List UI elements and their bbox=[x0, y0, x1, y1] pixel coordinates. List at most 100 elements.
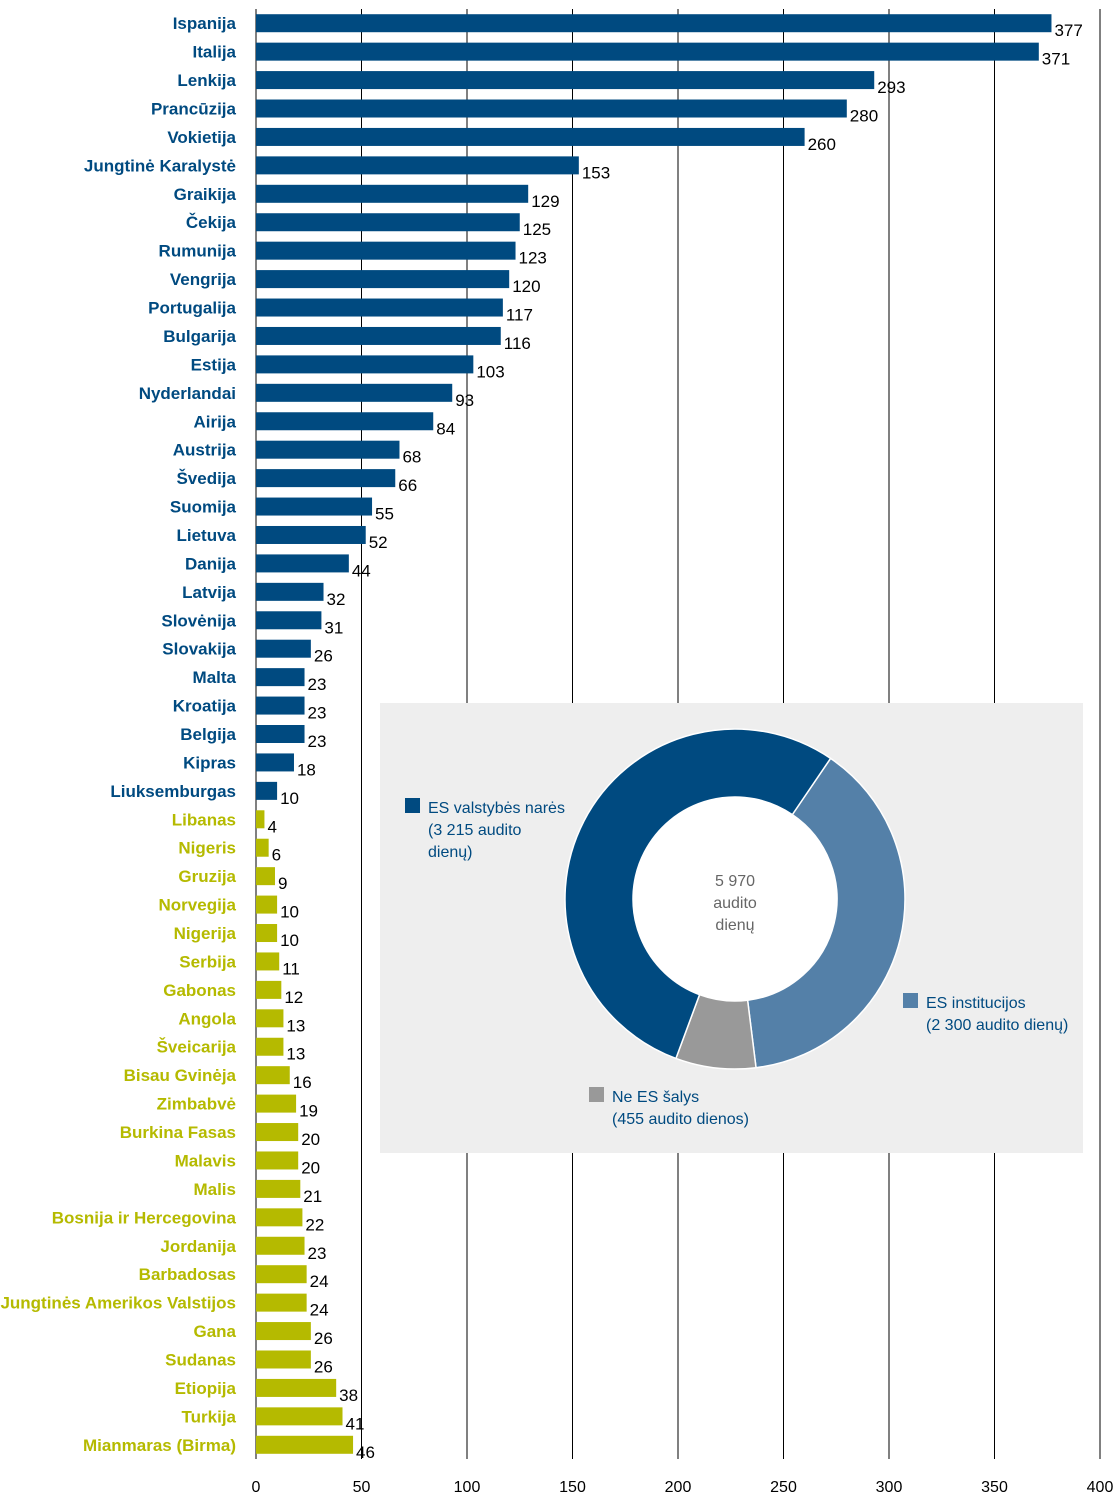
value-label: 120 bbox=[512, 277, 540, 296]
value-label: 23 bbox=[308, 732, 327, 751]
bar-eu_member bbox=[256, 184, 529, 203]
bar-eu_member bbox=[256, 298, 503, 317]
legend-label-eu_institutions: ES institucijos(2 300 audito dienų) bbox=[926, 995, 1068, 1034]
value-label: 23 bbox=[308, 1244, 327, 1263]
bar-eu_member bbox=[256, 326, 501, 345]
bar-eu_member bbox=[256, 554, 349, 573]
bar-non_eu bbox=[256, 1123, 299, 1142]
bar-eu_member bbox=[256, 525, 366, 544]
value-label: 31 bbox=[324, 618, 343, 637]
value-label: 55 bbox=[375, 505, 394, 524]
category-label: Bisau Gvinėja bbox=[124, 1066, 237, 1085]
bar-non_eu bbox=[256, 924, 278, 943]
bar-non_eu bbox=[256, 1094, 297, 1113]
value-label: 19 bbox=[299, 1102, 318, 1121]
bar-non_eu bbox=[256, 952, 280, 971]
x-tick-label: 100 bbox=[454, 1479, 481, 1496]
category-label: Nigerija bbox=[174, 924, 237, 943]
value-label: 38 bbox=[339, 1386, 358, 1405]
bar-eu_member bbox=[256, 725, 305, 743]
value-label: 117 bbox=[506, 306, 533, 325]
bar-series bbox=[256, 14, 1052, 1454]
value-label: 46 bbox=[356, 1443, 375, 1462]
donut-hole bbox=[633, 797, 837, 1001]
category-label: Portugalija bbox=[148, 299, 236, 318]
category-label: Kroatija bbox=[173, 697, 237, 716]
value-label: 123 bbox=[519, 249, 547, 268]
category-labels: IspanijaItalijaLenkijaPrancūzijaVokietij… bbox=[0, 14, 236, 1455]
bar-non_eu bbox=[256, 1009, 284, 1028]
value-label: 11 bbox=[282, 959, 300, 978]
value-label: 26 bbox=[314, 1329, 333, 1348]
category-label: Graikija bbox=[174, 185, 237, 204]
bar-non_eu bbox=[256, 867, 275, 886]
category-label: Švedija bbox=[176, 469, 236, 488]
bar-eu_member bbox=[256, 383, 453, 402]
value-label: 10 bbox=[280, 789, 299, 808]
x-tick-label: 50 bbox=[353, 1479, 371, 1496]
bar-eu_member bbox=[256, 270, 510, 289]
bar-eu_member bbox=[256, 355, 474, 374]
value-label: 280 bbox=[850, 107, 878, 126]
legend-swatch-eu_member bbox=[405, 798, 420, 813]
legend-line: Ne ES šalys bbox=[612, 1089, 699, 1106]
category-label: Bosnija ir Hercegovina bbox=[52, 1208, 237, 1227]
category-label: Angola bbox=[178, 1009, 236, 1028]
category-label: Serbija bbox=[179, 952, 236, 971]
value-label: 23 bbox=[308, 704, 327, 723]
bar-non_eu bbox=[256, 1435, 354, 1454]
bar-non_eu bbox=[256, 1265, 307, 1284]
category-label: Prancūzija bbox=[151, 100, 237, 119]
category-label: Liuksemburgas bbox=[110, 782, 236, 801]
x-tick-label: 300 bbox=[876, 1479, 903, 1496]
donut-center-line: 5 970 bbox=[715, 873, 755, 890]
category-label: Danija bbox=[185, 554, 237, 573]
x-tick-label: 150 bbox=[559, 1479, 586, 1496]
category-label: Turkija bbox=[182, 1407, 237, 1426]
value-label: 129 bbox=[531, 192, 559, 211]
category-label: Etiopija bbox=[175, 1379, 237, 1398]
value-label: 293 bbox=[877, 78, 905, 97]
legend-line: ES institucijos bbox=[926, 995, 1026, 1012]
bar-eu_member bbox=[256, 42, 1039, 61]
category-label: Belgija bbox=[180, 725, 236, 744]
bar-eu_member bbox=[256, 156, 579, 175]
category-label: Jordanija bbox=[160, 1237, 236, 1256]
category-label: Burkina Fasas bbox=[120, 1123, 236, 1142]
category-label: Nigeris bbox=[178, 839, 236, 858]
category-label: Čekija bbox=[186, 213, 237, 232]
bar-non_eu bbox=[256, 1151, 299, 1170]
bar-eu_member bbox=[256, 99, 847, 118]
legend-line: (455 audito dienos) bbox=[612, 1111, 749, 1128]
bar-non_eu bbox=[256, 1378, 337, 1397]
value-label: 21 bbox=[303, 1187, 322, 1206]
value-labels: 3773712932802601531291251231201171161039… bbox=[267, 21, 1082, 1462]
bar-non_eu bbox=[256, 838, 269, 857]
bar-eu_member bbox=[256, 639, 311, 658]
category-label: Ispanija bbox=[173, 14, 237, 33]
bar-non_eu bbox=[256, 895, 278, 914]
bar-eu_member bbox=[256, 497, 373, 516]
legend-swatch-eu_institutions bbox=[903, 993, 918, 1008]
category-label: Nyderlandai bbox=[139, 384, 236, 403]
value-label: 41 bbox=[346, 1414, 365, 1433]
bar-eu_member bbox=[256, 753, 294, 772]
value-label: 12 bbox=[284, 988, 303, 1007]
category-label: Gruzija bbox=[178, 867, 236, 886]
x-tick-label: 0 bbox=[252, 1479, 261, 1496]
bar-non_eu bbox=[256, 1037, 284, 1056]
value-label: 20 bbox=[301, 1130, 320, 1149]
bar-eu_member bbox=[256, 469, 396, 488]
bar-non_eu bbox=[256, 1179, 301, 1198]
value-label: 377 bbox=[1054, 21, 1082, 40]
value-label: 125 bbox=[523, 220, 551, 239]
category-label: Vokietija bbox=[167, 128, 236, 147]
bar-eu_member bbox=[256, 611, 322, 630]
category-label: Jungtinės Amerikos Valstijos bbox=[0, 1294, 236, 1313]
category-label: Italija bbox=[193, 43, 237, 62]
